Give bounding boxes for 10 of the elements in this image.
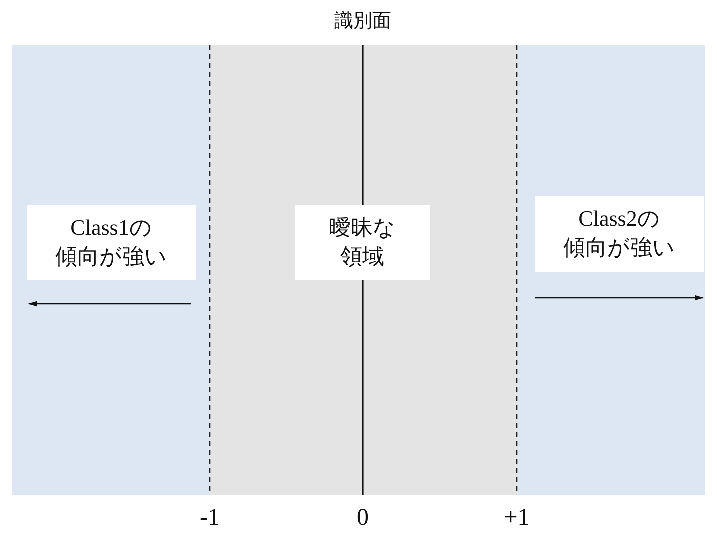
tick-label: 0: [357, 506, 369, 530]
region-band: [517, 45, 705, 495]
text-box: 曖昧な領域: [295, 205, 430, 280]
region-band: [12, 45, 210, 495]
axis-title: 識別面: [334, 12, 392, 31]
text-box: Class2の傾向が強い: [535, 196, 704, 272]
region-band: [210, 45, 517, 495]
tick-label: +1: [504, 506, 530, 530]
tick-label: -1: [200, 506, 220, 530]
text-box: Class1の傾向が強い: [27, 205, 196, 280]
